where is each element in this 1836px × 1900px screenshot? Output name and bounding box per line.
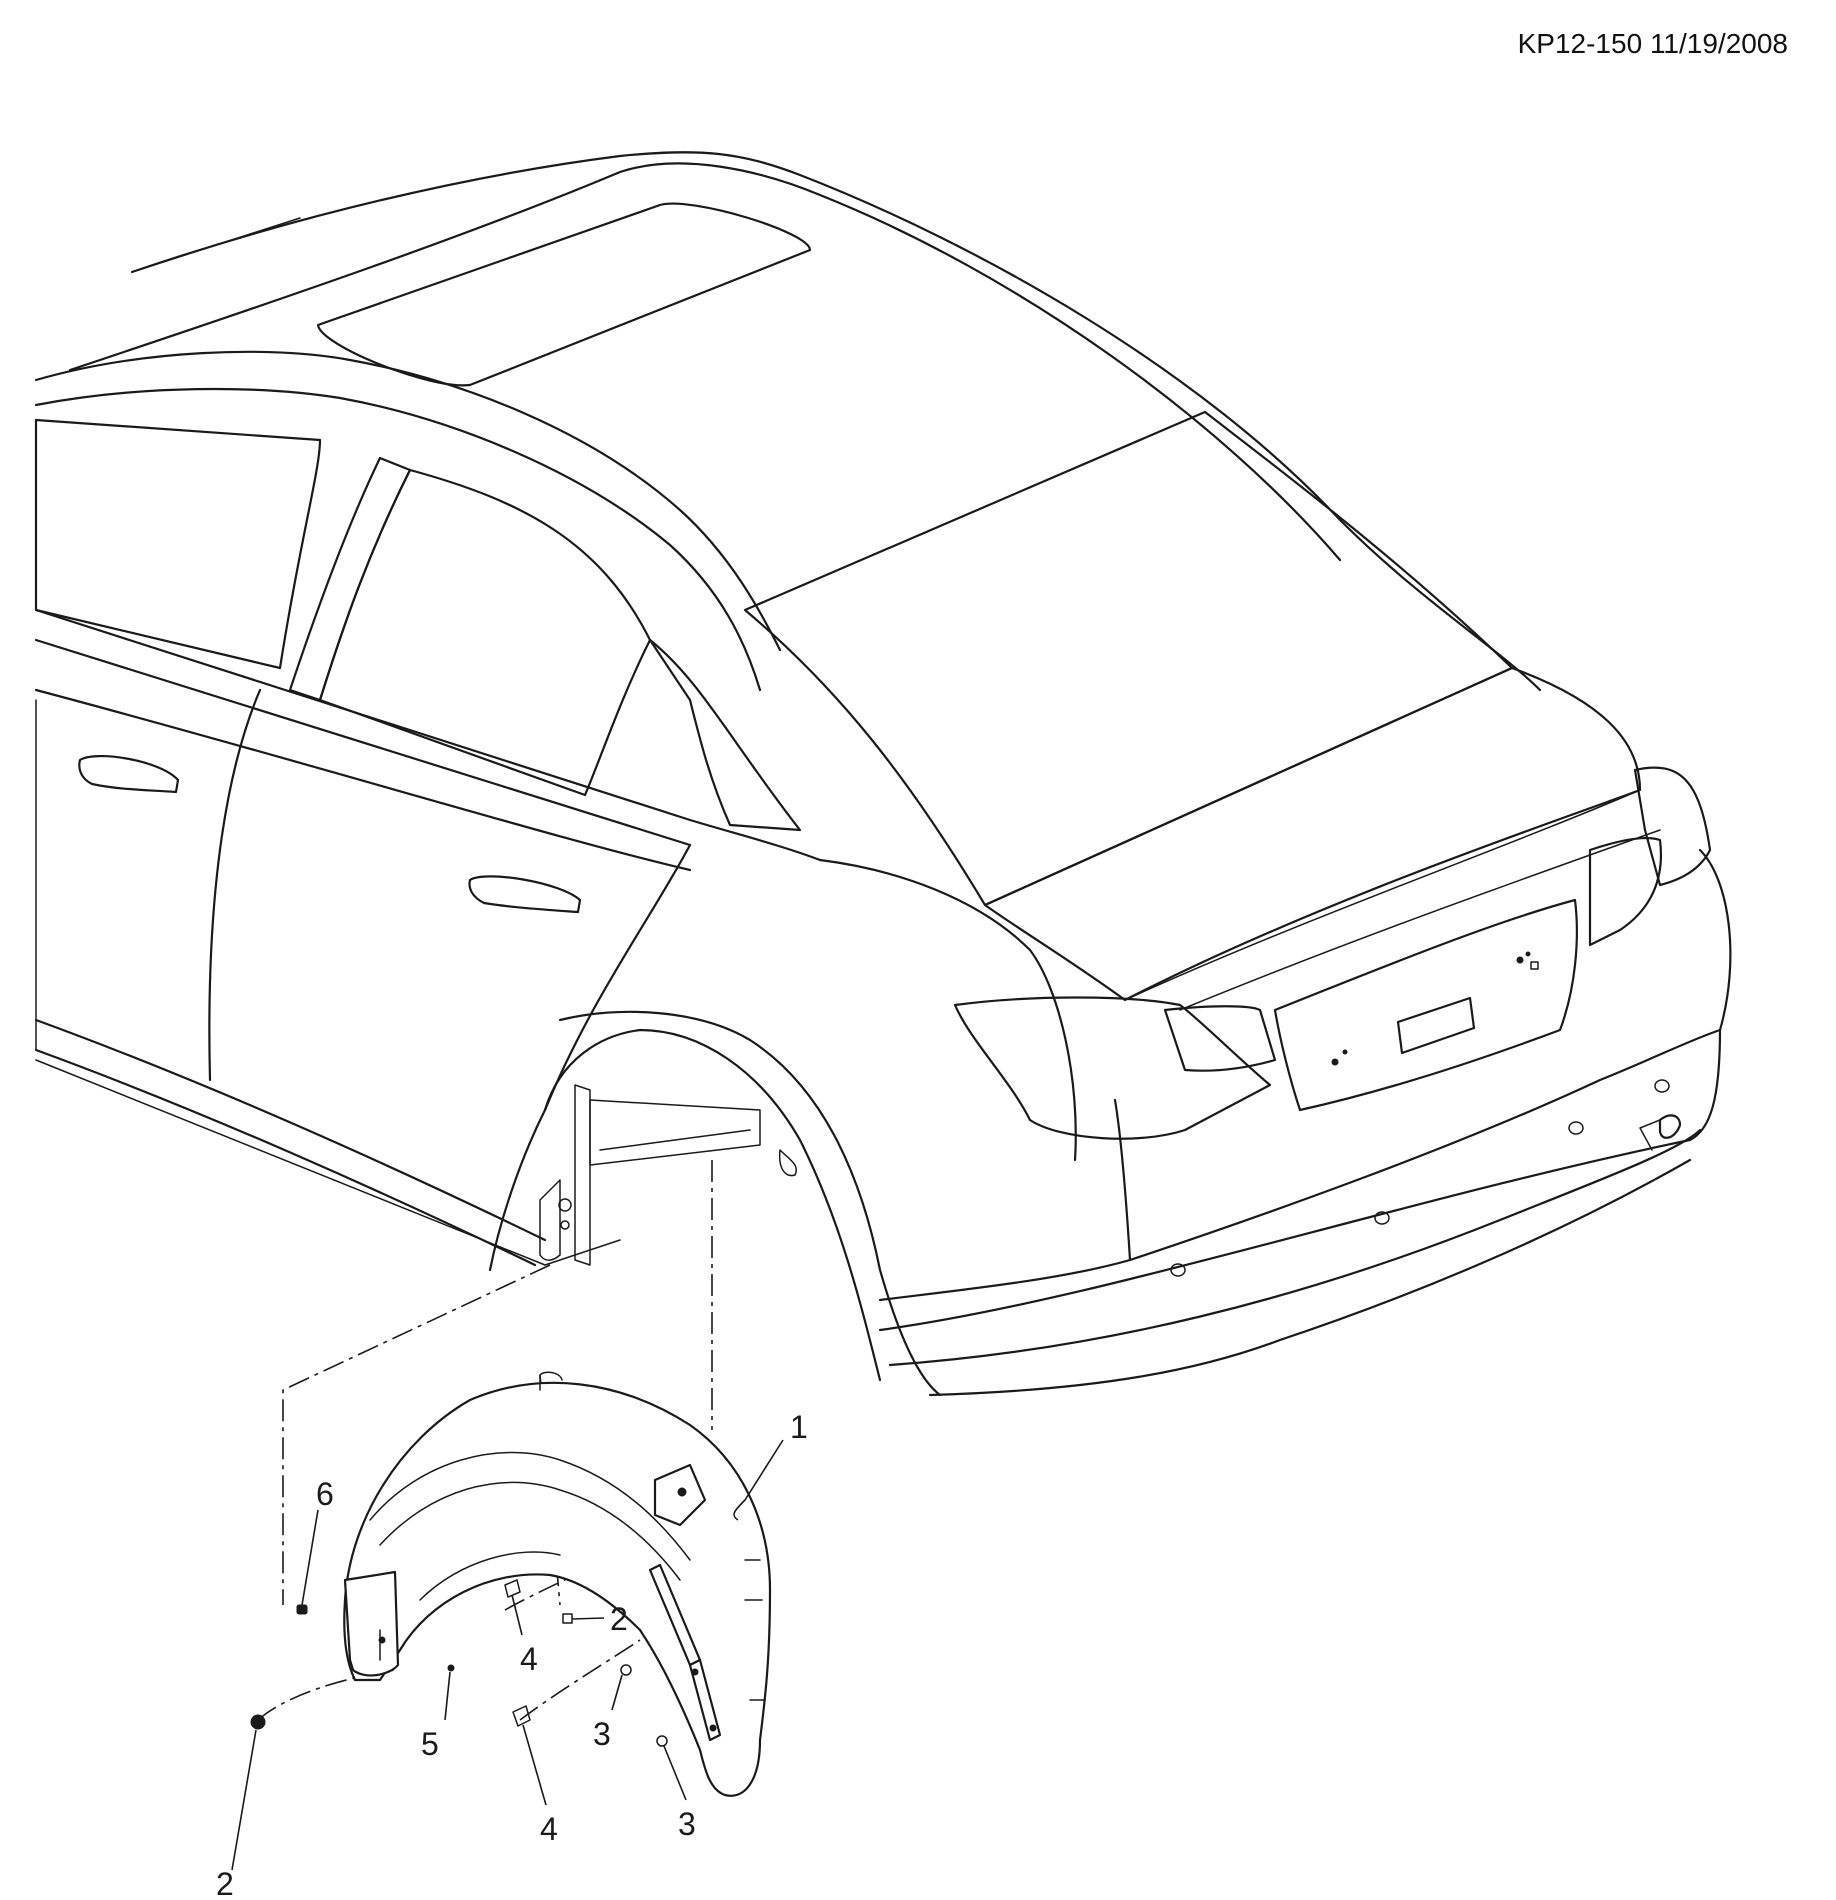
fastener-clip-6 bbox=[296, 1604, 308, 1615]
callout-2-lower: 2 bbox=[216, 1866, 234, 1900]
callout-numbers: 1 6 2 4 5 3 4 3 2 bbox=[216, 1409, 808, 1900]
vehicle-outline bbox=[34, 151, 1732, 1397]
drawing-date: 11/19/2008 bbox=[1649, 28, 1788, 59]
fastener-screw-3-lower bbox=[656, 1735, 668, 1747]
callout-2-upper: 2 bbox=[610, 1601, 628, 1637]
callout-3-upper: 3 bbox=[593, 1716, 611, 1752]
drawing-code: KP12-150 bbox=[1517, 28, 1643, 59]
fastener-screw-4-upper bbox=[504, 1579, 521, 1598]
wheelhouse-liner bbox=[343, 1371, 772, 1797]
callout-1: 1 bbox=[790, 1409, 808, 1445]
fastener-screw-4-lower bbox=[512, 1705, 531, 1727]
drawing-reference-label: KP12-150 11/19/2008 bbox=[1518, 28, 1788, 60]
callout-6: 6 bbox=[316, 1476, 334, 1512]
fastener-screw-3-upper bbox=[620, 1664, 632, 1676]
callout-5: 5 bbox=[421, 1726, 439, 1762]
leader-lines bbox=[231, 1439, 784, 1871]
fastener-screw-5 bbox=[447, 1664, 455, 1672]
callout-3-lower: 3 bbox=[678, 1806, 696, 1842]
callout-4-upper: 4 bbox=[520, 1641, 538, 1677]
callout-4-lower: 4 bbox=[540, 1811, 558, 1847]
fasteners bbox=[250, 1579, 668, 1747]
fastener-nut-2-upper bbox=[562, 1613, 573, 1624]
fastener-nut-2-lower bbox=[250, 1714, 266, 1730]
